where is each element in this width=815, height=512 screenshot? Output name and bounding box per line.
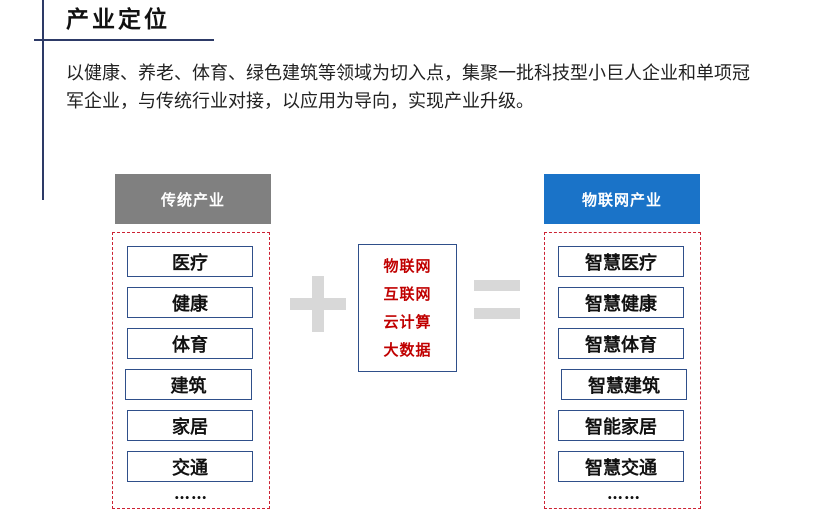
traditional-ellipsis: …… (174, 484, 208, 503)
equals-bar-top (474, 280, 520, 291)
tech-iot: 物联网 (383, 257, 432, 275)
plus-bar-vertical (312, 276, 324, 332)
tech-cloud: 云计算 (383, 313, 432, 331)
iot-item-smart-sports: 智慧体育 (558, 328, 684, 359)
traditional-item-construction: 建筑 (125, 369, 252, 400)
iot-item-smart-home: 智能家居 (558, 410, 684, 441)
page-title: 产业定位 (66, 6, 170, 33)
traditional-item-health: 健康 (127, 287, 253, 318)
intro-paragraph: 以健康、养老、体育、绿色建筑等领域为切入点，集聚一批科技型小巨人企业和单项冠军企… (66, 63, 750, 112)
plus-operator (290, 276, 346, 332)
iot-header: 物联网产业 (544, 174, 700, 224)
traditional-header: 传统产业 (115, 174, 271, 224)
iot-item-smart-transport: 智慧交通 (558, 451, 684, 482)
traditional-item-sports: 体育 (127, 328, 253, 359)
iot-list-box (544, 232, 701, 509)
tech-bigdata: 大数据 (383, 341, 432, 359)
iot-item-smart-medical: 智慧医疗 (558, 246, 684, 277)
equals-bar-bottom (474, 308, 520, 319)
traditional-item-transport: 交通 (127, 451, 253, 482)
iot-item-smart-construction: 智慧建筑 (561, 369, 687, 400)
accent-vertical-line (42, 0, 44, 200)
traditional-list-box (112, 232, 270, 509)
traditional-item-medical: 医疗 (127, 246, 253, 277)
equals-operator (474, 280, 520, 322)
tech-internet: 互联网 (383, 285, 432, 303)
technology-box: 物联网 互联网 云计算 大数据 (358, 244, 457, 372)
iot-ellipsis: …… (607, 484, 641, 503)
iot-item-smart-health: 智慧健康 (558, 287, 684, 318)
accent-horizontal-line (34, 39, 214, 41)
traditional-item-home: 家居 (127, 410, 253, 441)
